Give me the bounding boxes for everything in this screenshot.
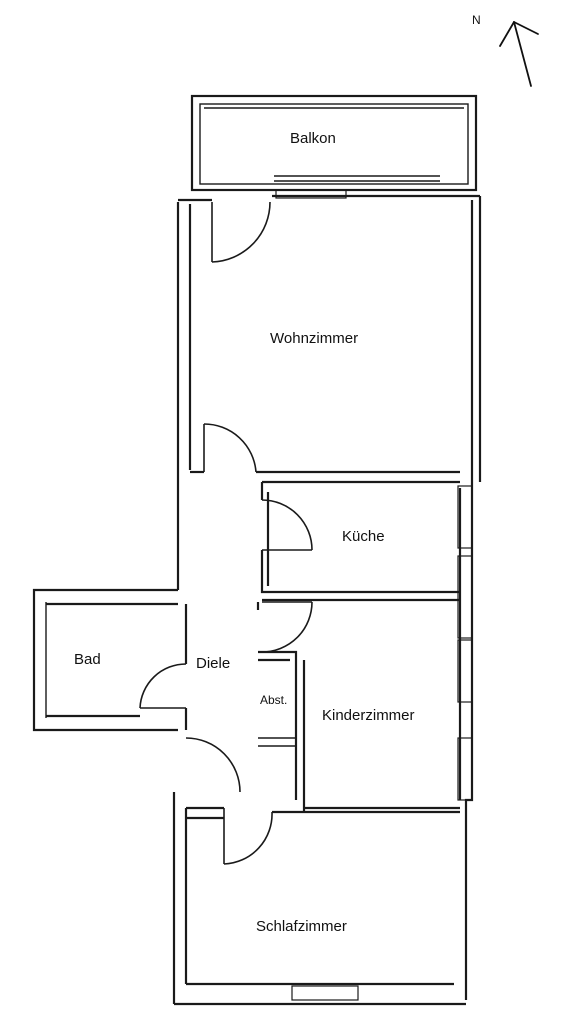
bath-door bbox=[139, 663, 187, 709]
living-room-door bbox=[203, 423, 257, 473]
room-label-kueche: Küche bbox=[342, 528, 385, 545]
interior-walls bbox=[184, 470, 460, 820]
north-indicator: N bbox=[472, 13, 539, 87]
north-label: N bbox=[472, 13, 481, 27]
room-label-wohnzimmer: Wohnzimmer bbox=[270, 330, 358, 347]
room-label-schlafzimmer: Schlafzimmer bbox=[256, 918, 347, 935]
room-label-balkon: Balkon bbox=[290, 130, 336, 147]
room-label-kinderzimmer: Kinderzimmer bbox=[322, 707, 415, 724]
windows bbox=[275, 189, 473, 1001]
bedroom-door bbox=[185, 737, 273, 865]
balcony-door bbox=[211, 201, 271, 263]
kids-room-door bbox=[261, 601, 313, 653]
room-label-bad: Bad bbox=[74, 651, 101, 668]
room-label-diele: Diele bbox=[196, 655, 230, 672]
room-label-abstellraum: Abst. bbox=[260, 693, 287, 707]
room-labels: Balkon Wohnzimmer Küche Bad Diele Abst. … bbox=[74, 130, 415, 935]
doors bbox=[139, 201, 313, 865]
kitchen-door bbox=[261, 499, 313, 551]
north-arrow-icon bbox=[499, 21, 539, 87]
